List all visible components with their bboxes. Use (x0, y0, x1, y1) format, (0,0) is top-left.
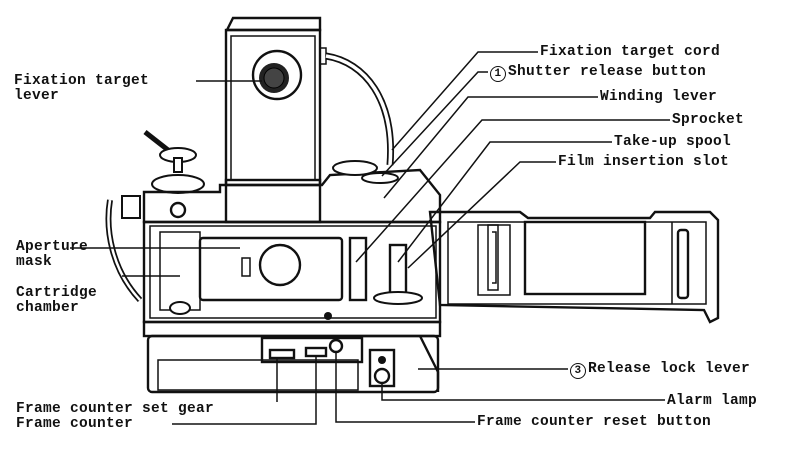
motor-drive-base (146, 334, 440, 394)
aperture-mask (198, 236, 344, 302)
fixation-target-cord (325, 52, 395, 166)
label-winding-lever: Winding lever (600, 89, 718, 105)
leader-lines (70, 51, 670, 425)
label-frame-counter-set-gear: Frame counter set gear (16, 401, 215, 417)
label-fixation-target-cord: Fixation target cord (540, 44, 721, 60)
camera-back-door (428, 210, 720, 324)
take-up-spool (388, 243, 408, 299)
label-frame-counter-reset-button: Frame counter reset button (477, 414, 712, 430)
shutter-release-button (361, 172, 399, 184)
label-cartridge-chamber: Cartridge chamber (16, 285, 98, 316)
frame-counter-reset-button (328, 338, 344, 354)
callout-number-3: 3 (570, 363, 586, 379)
label-sprocket: Sprocket (672, 112, 745, 128)
label-film-insertion-slot: Film insertion slot (558, 154, 730, 170)
frame-counter-display (304, 346, 328, 358)
release-lock-lever (373, 367, 391, 385)
rewind-crank (143, 130, 205, 194)
label-take-up-spool: Take-up spool (614, 134, 732, 150)
cartridge-chamber (159, 231, 201, 311)
label-frame-counter: Frame counter (16, 416, 134, 432)
frame-counter-set-gear (268, 348, 296, 360)
label-aperture-mask: Aperture mask (16, 239, 89, 270)
fixation-target-housing (224, 16, 327, 187)
alarm-lamp (378, 356, 386, 364)
label-fixation-target-lever: Fixation target lever (14, 73, 150, 104)
label-alarm-lamp: Alarm lamp (667, 393, 758, 409)
label-text: Shutter release button (508, 64, 707, 80)
sprocket (348, 236, 368, 302)
callout-number-1: 1 (490, 66, 506, 82)
pressure-plate (523, 220, 647, 296)
label-text: Release lock lever (588, 361, 751, 377)
